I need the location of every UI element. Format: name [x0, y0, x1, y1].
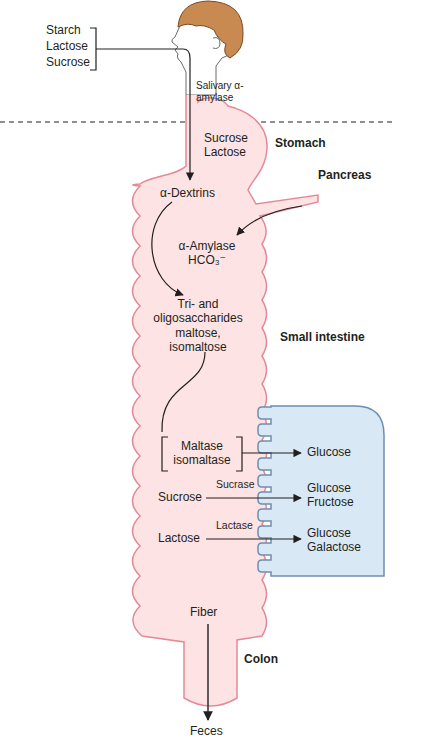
ingestion-arrow	[96, 49, 190, 180]
node-text: Glucose Galactose	[307, 526, 377, 555]
text-label: Salivary α-amylase	[196, 80, 258, 104]
enterocyte-cell: GlucoseGlucose FructoseGlucose Galactose	[257, 405, 385, 577]
text-label: Feces	[190, 724, 250, 738]
node-text: Sucrose Lactose	[204, 131, 256, 160]
digestive-tract-outline	[120, 95, 330, 715]
node-text: Tri- and oligosaccharides maltose, isoma…	[149, 297, 247, 355]
node-text: α-Dextrins	[160, 186, 240, 200]
text-label: Pancreas	[318, 168, 390, 182]
digestive-tract: Sucrose Lactose α-Dextrins α-Amylase HCO₃⁻…	[120, 95, 330, 715]
text-label: Small intestine	[280, 330, 395, 344]
text-label: Stomach	[275, 136, 345, 150]
text-label: Lactose	[46, 39, 96, 53]
text-label: Sucrose	[46, 55, 96, 69]
ear	[213, 38, 220, 49]
node-text: Fiber	[190, 605, 230, 619]
node-text: Maltase isomaltase	[166, 439, 238, 468]
digestive-tract-shape	[133, 95, 319, 706]
node-text: Lactose	[158, 531, 206, 545]
node-text: α-Amylase HCO₃⁻	[174, 239, 240, 268]
node-text: Glucose	[307, 445, 377, 459]
text-label: Starch	[46, 23, 96, 37]
text-label: Colon	[244, 652, 304, 666]
hair	[178, 1, 243, 58]
node-text: Sucrose	[158, 490, 206, 504]
enterocyte-cell-shape	[258, 406, 384, 576]
input-bracket	[90, 28, 96, 70]
node-text: Glucose Fructose	[307, 481, 377, 510]
